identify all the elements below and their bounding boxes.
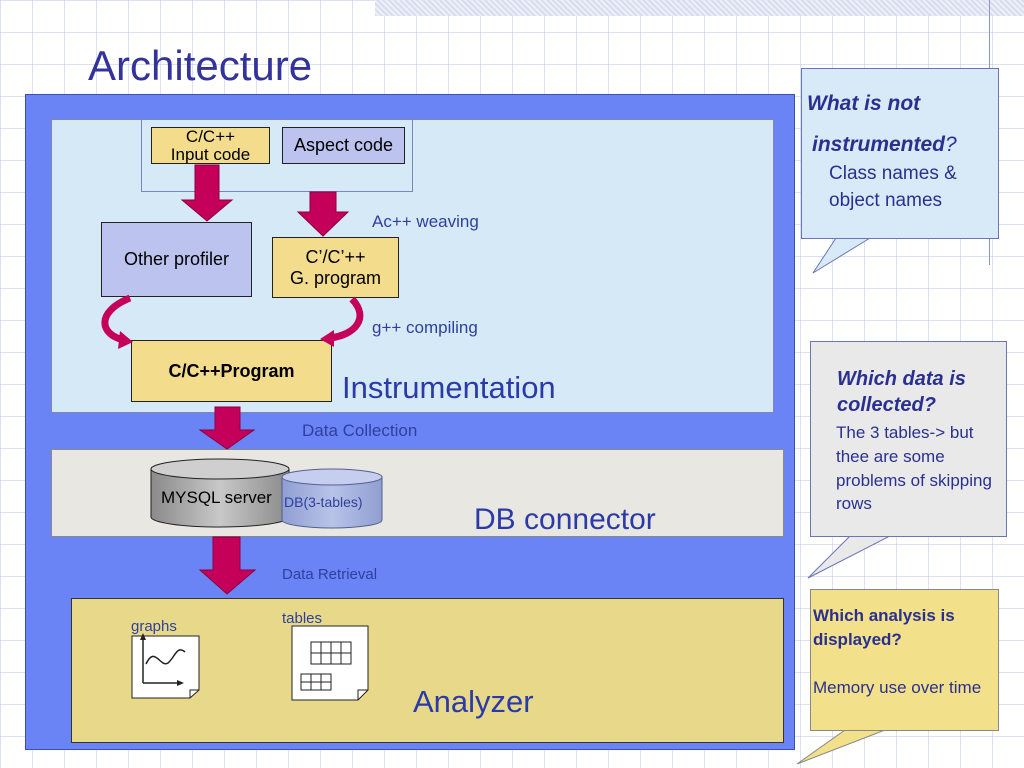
graphs-label: graphs [131,618,177,635]
callout-2-heading: Which data is collected? [837,368,966,416]
db-tables-label: DB(3-tables) [284,494,363,510]
data-retrieval-label: Data Retrieval [282,566,378,583]
callout-tail-3 [796,729,886,765]
g-program-box: C’/C’++ G. program [272,237,399,298]
callout-analysis-displayed [810,589,999,731]
program-box: C/C++Program [131,340,332,402]
callout-not-instrumented [801,68,999,239]
callout-1-body: Class names & object names [829,163,957,211]
analyzer-label: Analyzer [413,684,534,719]
aspect-code-box: Aspect code [282,127,405,164]
callout-data-collected [810,341,1007,537]
callout-1-heading-2-wrap: instrumented? [812,133,957,157]
other-profiler-box: Other profiler [101,222,252,297]
instrumentation-label: Instrumentation [342,370,556,405]
callout-3-body: Memory use over time [813,678,982,697]
callout-1-heading-2: instrumented [812,133,946,156]
arrow-aspect-to-gprogram [296,191,350,237]
db-connector-label: DB connector [474,503,656,536]
slide-title: Architecture [88,42,313,89]
compiling-label: g++ compiling [372,318,478,337]
arrow-input-to-profiler [180,164,234,222]
weaving-label: Ac++ weaving [372,212,479,231]
header-band [375,0,1024,16]
tables-label: tables [282,610,323,627]
callout-3-heading: Which analysis is displayed? [813,606,955,649]
callout-tail-1 [812,237,872,274]
callout-1-heading-mark: ? [945,133,957,156]
mysql-server-label: MYSQL server [161,488,272,507]
table-document-icon [291,625,369,701]
curve-arrow-right [329,296,364,342]
arrow-to-analyzer [198,536,257,595]
callout-2-body: The 3 tables-> but thee are some problem… [836,423,992,514]
input-code-box: C/C++ Input code [151,127,270,164]
callout-tail-2 [807,535,891,579]
data-collection-label: Data Collection [302,421,418,440]
arrow-to-db [198,406,256,450]
curve-arrow-left [101,294,132,344]
mysql-cylinder [150,458,290,528]
db-tables-cylinder [281,468,383,529]
callout-1-heading-1: What is not [807,92,921,115]
graph-document-icon [131,633,200,699]
